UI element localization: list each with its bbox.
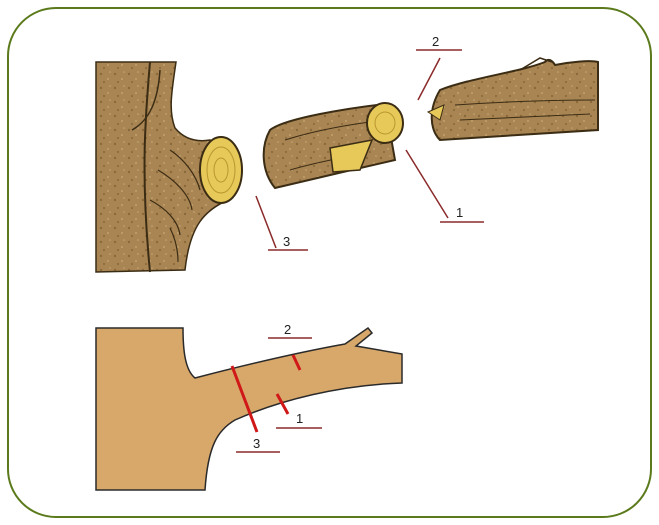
svg-text:1: 1 [296, 411, 303, 426]
svg-text:3: 3 [283, 234, 290, 249]
svg-text:2: 2 [432, 34, 439, 49]
trunk-stub [200, 137, 242, 203]
svg-text:3: 3 [253, 436, 260, 451]
svg-text:2: 2 [284, 322, 291, 337]
diagram-frame: 2 1 3 2 1 3 [6, 6, 651, 517]
svg-text:1: 1 [456, 205, 463, 220]
